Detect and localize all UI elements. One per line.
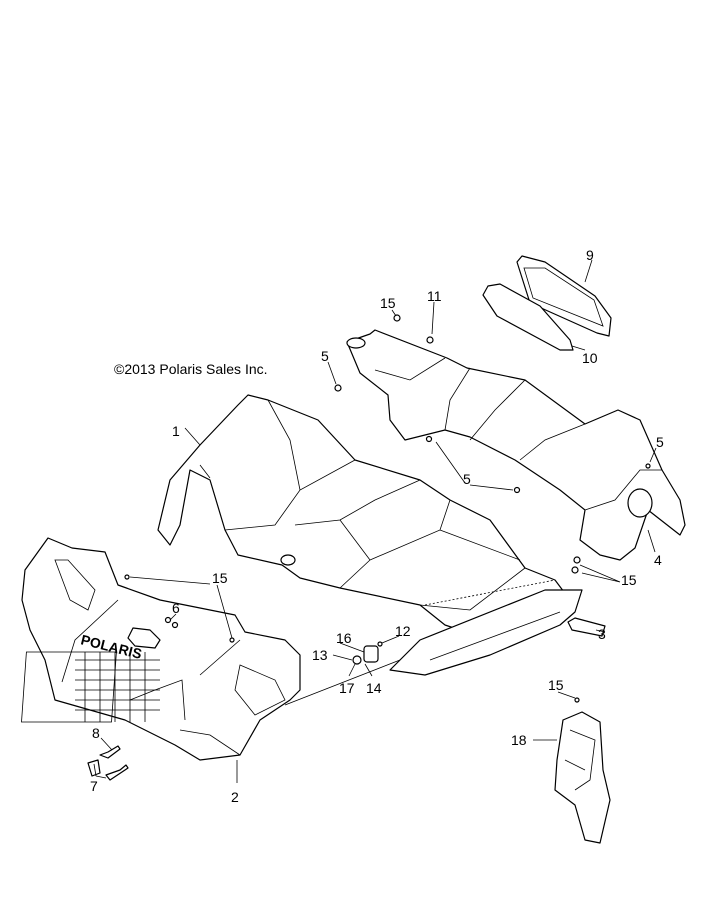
callout-14: 14 bbox=[366, 680, 382, 696]
callout-18: 18 bbox=[511, 732, 527, 748]
callout-labels: ©2013 Polaris Sales Inc. 9 15 11 5 10 1 … bbox=[90, 247, 664, 805]
callout-9: 9 bbox=[586, 247, 594, 263]
dash-part-4 bbox=[346, 329, 686, 561]
bracket-part-18 bbox=[554, 711, 611, 844]
callout-15: 15 bbox=[548, 677, 564, 693]
callout-5: 5 bbox=[321, 348, 329, 364]
callout-15: 15 bbox=[212, 570, 228, 586]
leader-lines bbox=[93, 259, 657, 783]
callout-16: 16 bbox=[336, 630, 352, 646]
side-panel bbox=[284, 589, 583, 706]
callout-5: 5 bbox=[656, 434, 664, 450]
grille bbox=[21, 651, 117, 723]
callout-1: 1 bbox=[172, 423, 180, 439]
callout-6: 6 bbox=[172, 600, 180, 616]
callout-15: 15 bbox=[380, 295, 396, 311]
callout-10: 10 bbox=[582, 350, 598, 366]
callout-15: 15 bbox=[621, 572, 637, 588]
callout-17: 17 bbox=[339, 680, 355, 696]
callout-4: 4 bbox=[654, 552, 662, 568]
callout-5: 5 bbox=[463, 471, 471, 487]
callout-3: 3 bbox=[598, 626, 606, 642]
seal-part-10 bbox=[482, 283, 574, 351]
callout-7: 7 bbox=[90, 778, 98, 794]
gauge-hole bbox=[627, 488, 653, 518]
callout-8: 8 bbox=[92, 725, 100, 741]
part-3 bbox=[567, 617, 606, 637]
callout-13: 13 bbox=[312, 647, 328, 663]
hood-part-1 bbox=[157, 394, 571, 636]
callout-11: 11 bbox=[427, 288, 442, 304]
callout-2: 2 bbox=[231, 789, 239, 805]
front-fascia-part-2: POLARIS bbox=[21, 537, 301, 761]
hardware bbox=[87, 314, 651, 781]
copyright-text: ©2013 Polaris Sales Inc. bbox=[114, 361, 268, 377]
window-part-9 bbox=[516, 255, 612, 337]
callout-12: 12 bbox=[395, 623, 411, 639]
